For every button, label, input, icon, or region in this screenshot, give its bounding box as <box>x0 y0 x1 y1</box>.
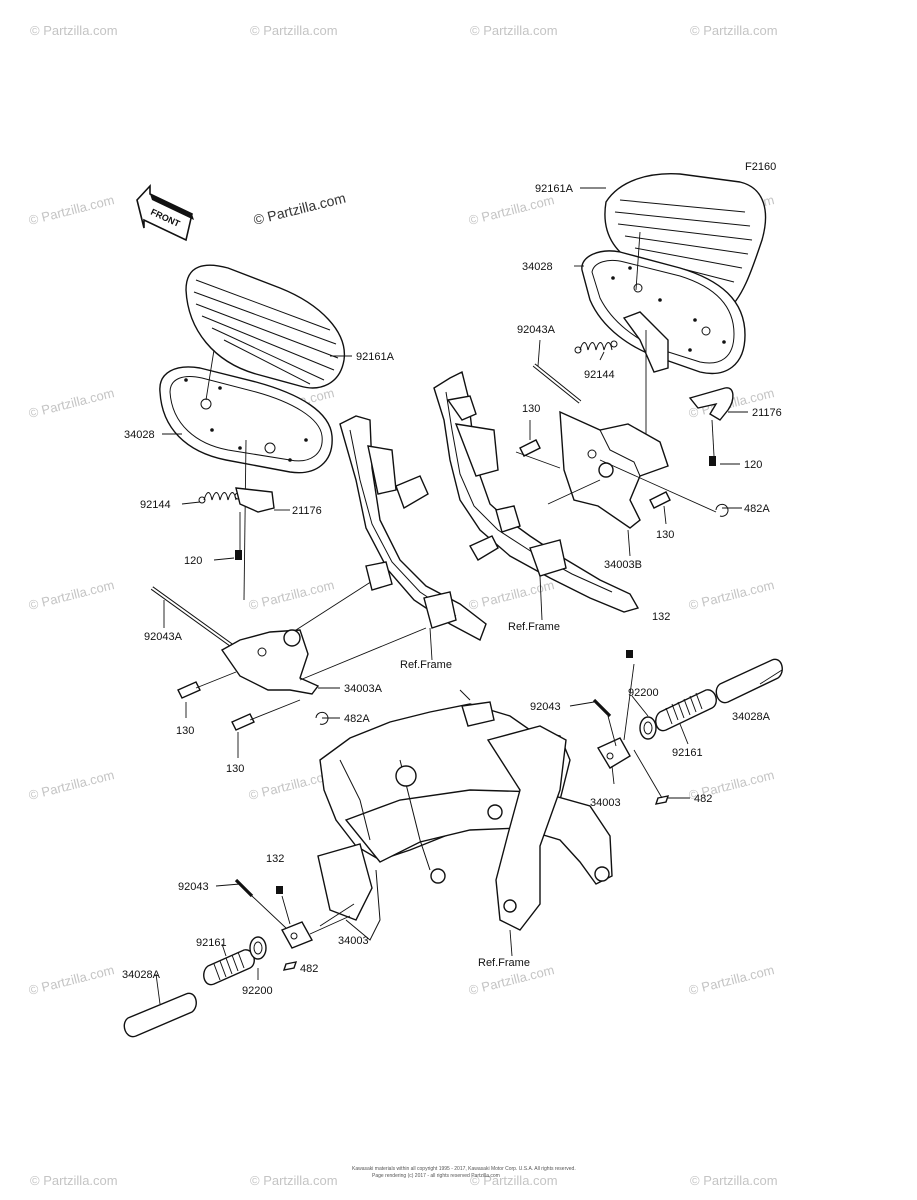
part-label: 34028A <box>122 969 161 981</box>
part-label: Ref.Frame <box>400 659 452 671</box>
watermark: © Partzilla.com <box>687 962 776 998</box>
right-footpeg-assembly <box>592 650 783 805</box>
main-frame <box>317 689 613 957</box>
part-label: 92043 <box>178 881 209 893</box>
watermark: © Partzilla.com <box>30 1173 118 1188</box>
part-labels: 92161A 34028 92043A 92144 130 21176 120 … <box>122 183 782 997</box>
watermark: © Partzilla.com <box>27 577 116 613</box>
left-floorboard-assembly <box>150 264 487 731</box>
watermark: © Partzilla.com <box>470 1173 558 1188</box>
part-label: 92200 <box>242 985 273 997</box>
part-label: 34003 <box>590 797 621 809</box>
part-label: 132 <box>652 611 670 623</box>
watermark-main: © Partzilla.com <box>252 190 347 228</box>
part-label: 34003B <box>604 559 642 571</box>
leader-lines <box>155 187 783 1005</box>
watermark: © Partzilla.com <box>687 577 776 613</box>
part-label: 120 <box>744 459 762 471</box>
part-label: 34003 <box>338 935 369 947</box>
part-label: 92144 <box>140 499 171 511</box>
watermark: © Partzilla.com <box>250 23 338 38</box>
part-label: 34003A <box>344 683 383 695</box>
part-label: 92161A <box>535 183 574 195</box>
front-arrow-icon: FRONT <box>136 183 194 242</box>
part-label: 92161 <box>196 937 227 949</box>
part-label: 482 <box>694 793 712 805</box>
footer-copyright: Page rendering (c) 2017 - all rights res… <box>372 1173 500 1179</box>
watermark: © Partzilla.com <box>250 1173 338 1188</box>
part-label: 92043A <box>517 324 556 336</box>
part-label: 92144 <box>584 369 615 381</box>
part-label: 482A <box>344 713 370 725</box>
watermark: © Partzilla.com <box>467 192 556 228</box>
part-label: 92161A <box>356 351 395 363</box>
part-label: 92043 <box>530 701 561 713</box>
part-label: 120 <box>184 555 202 567</box>
part-label: 132 <box>266 853 284 865</box>
part-label: 130 <box>226 763 244 775</box>
part-label: 130 <box>656 529 674 541</box>
diagram-code: F2160 <box>745 161 776 173</box>
part-label: 482A <box>744 503 770 515</box>
part-label: 92200 <box>628 687 659 699</box>
part-label: 92161 <box>672 747 703 759</box>
part-label: 21176 <box>292 505 322 517</box>
watermark: © Partzilla.com <box>27 192 116 228</box>
part-label: Ref.Frame <box>478 957 530 969</box>
part-label: 21176 <box>752 407 782 419</box>
right-floorboard-assembly <box>433 173 767 621</box>
watermark: © Partzilla.com <box>30 23 118 38</box>
watermark: © Partzilla.com <box>27 385 116 421</box>
watermark: © Partzilla.com <box>690 1173 778 1188</box>
part-label: 34028 <box>124 429 155 441</box>
part-label: Ref.Frame <box>508 621 560 633</box>
watermark: © Partzilla.com <box>467 577 556 613</box>
part-label: 34028A <box>732 711 771 723</box>
part-label: 34028 <box>522 261 553 273</box>
left-footpeg-assembly <box>123 878 355 1038</box>
part-label: 482 <box>300 963 318 975</box>
watermark: © Partzilla.com <box>27 767 116 803</box>
part-label: 92043A <box>144 631 183 643</box>
watermark: © Partzilla.com <box>470 23 558 38</box>
watermark: © Partzilla.com <box>247 577 336 613</box>
watermark: © Partzilla.com <box>690 23 778 38</box>
footer-copyright: Kawasaki materials within all copyright … <box>352 1166 576 1172</box>
part-label: 130 <box>522 403 540 415</box>
watermark: © Partzilla.com <box>27 962 116 998</box>
part-label: 130 <box>176 725 194 737</box>
